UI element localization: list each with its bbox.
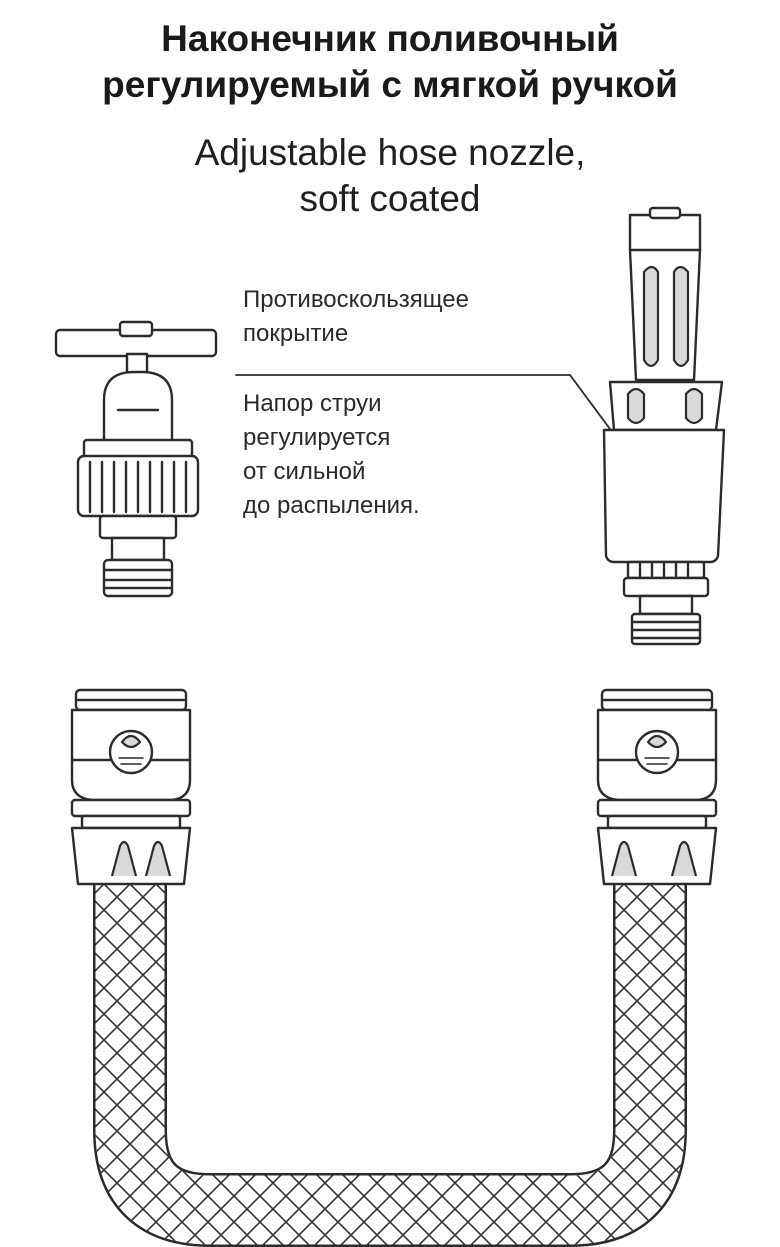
- callout-pressure-line-3: от сильной: [243, 458, 366, 485]
- callout-pressure-line-2: регулируется: [243, 424, 391, 451]
- title-russian: Наконечник поливочный регулируемый с мяг…: [0, 16, 780, 108]
- title-ru-line-2: регулируемый с мягкой ручкой: [102, 64, 678, 105]
- callout-spray-pressure: Напор струи регулируется от сильной до р…: [243, 387, 420, 523]
- callout-coating-line-2: покрытие: [243, 320, 349, 347]
- title-en-line-1: Adjustable hose nozzle,: [194, 132, 586, 173]
- hose-connector-right-icon: [596, 688, 718, 886]
- hose-connector-left-icon: [70, 688, 192, 886]
- callout-pressure-line-1: Напор струи: [243, 390, 382, 417]
- title-ru-line-1: Наконечник поливочный: [161, 18, 619, 59]
- title-english: Adjustable hose nozzle, soft coated: [0, 130, 780, 222]
- callout-anti-slip-coating: Противоскользящее покрытие: [243, 283, 469, 351]
- spray-nozzle-icon: [602, 206, 726, 646]
- faucet-icon: [54, 320, 218, 598]
- callout-coating-line-1: Противоскользящее: [243, 286, 469, 313]
- braided-hose-icon: [93, 880, 687, 1247]
- callout-leader-line: [235, 374, 657, 490]
- callout-pressure-line-4: до распыления.: [243, 492, 420, 519]
- title-en-line-2: soft coated: [299, 178, 481, 219]
